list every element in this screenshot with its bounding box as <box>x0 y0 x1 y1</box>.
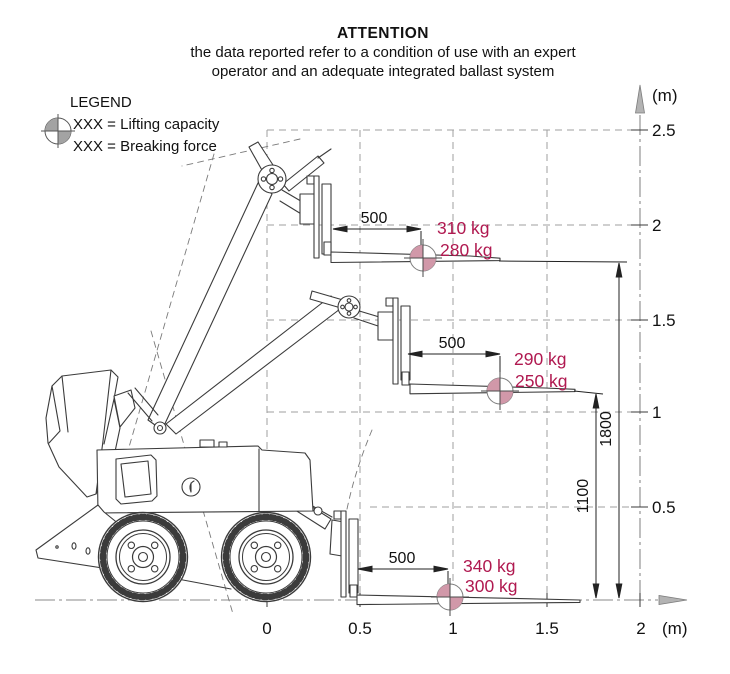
y-tick-label-1-5: 1.5 <box>652 311 676 330</box>
dim-label-1100: 1100 <box>575 479 592 514</box>
load-center-symbol-mid <box>481 372 519 410</box>
page-title: ATTENTION <box>337 25 429 42</box>
boom-pivot-disc-mid <box>337 295 361 319</box>
dimension-500-top <box>332 225 422 252</box>
grid-lines <box>266 129 636 597</box>
y-tick-label-0-5: 0.5 <box>652 498 676 517</box>
lifting-capacity-top: 310 kg <box>437 218 490 238</box>
header-subtitle-line1: the data reported refer to a condition o… <box>190 44 576 61</box>
breaking-force-bottom: 300 kg <box>465 576 518 596</box>
x-tick-label-0: 0 <box>262 619 271 638</box>
x-tick-label-2: 2 <box>636 619 645 638</box>
dimension-500-bottom <box>357 565 449 584</box>
dim-label-1800: 1800 <box>598 411 615 447</box>
y-tick-label-2-5: 2.5 <box>652 121 676 140</box>
load-center-symbol-top <box>404 239 442 277</box>
dim-label-500-bottom: 500 <box>389 550 416 567</box>
dimension-500-mid <box>407 350 501 378</box>
x-tick-label-1: 1 <box>448 619 457 638</box>
lifting-capacity-bottom: 340 kg <box>463 556 516 576</box>
boom-pivot-disc-top <box>257 164 287 194</box>
breaking-force-top: 280 kg <box>440 240 493 260</box>
wheel-front <box>97 511 189 603</box>
x-tick-label-1-5: 1.5 <box>535 619 559 638</box>
legend-title: LEGEND <box>70 94 132 111</box>
x-tick-label-0-5: 0.5 <box>348 619 372 638</box>
header-subtitle-line2: operator and an adequate integrated ball… <box>212 63 555 80</box>
load-center-symbol-bottom <box>431 578 469 616</box>
legend-lifting-label: XXX = Lifting capacity <box>73 116 220 133</box>
dimension-1100 <box>573 390 604 599</box>
lifting-capacity-mid: 290 kg <box>514 349 567 369</box>
dim-label-500-mid: 500 <box>439 335 466 352</box>
breaking-force-mid: 250 kg <box>515 371 568 391</box>
x-axis-unit-label: (m) <box>662 619 687 638</box>
load-center-legend-icon <box>41 114 75 148</box>
dimension-1800 <box>498 260 628 599</box>
y-tick-label-1: 1 <box>652 403 661 422</box>
machine-body <box>96 421 314 514</box>
y-axis <box>631 84 648 600</box>
y-tick-label-2: 2 <box>652 216 661 235</box>
machine-drawing <box>35 138 581 615</box>
legend-breaking-label: XXX = Breaking force <box>73 138 217 155</box>
x-axis-arrow-icon <box>658 595 688 605</box>
dim-label-500-top: 500 <box>361 210 388 227</box>
wheel-rear <box>220 511 312 603</box>
y-axis-unit-label: (m) <box>652 86 677 105</box>
y-axis-arrow-icon <box>635 84 645 114</box>
fork-bottom <box>333 510 581 606</box>
